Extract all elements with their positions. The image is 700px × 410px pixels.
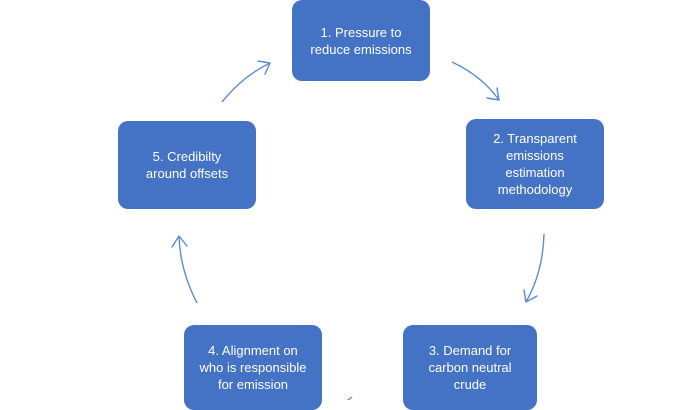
arrow-1-to-2 xyxy=(451,61,500,101)
cycle-step-5-box: 5. Credibilty around offsets xyxy=(118,121,256,209)
cycle-step-5-label: 5. Credibilty around offsets xyxy=(145,149,229,181)
cycle-step-1-label: 1. Pressure to reduce emissions xyxy=(310,24,412,57)
arrow-3-to-4 xyxy=(346,396,353,400)
arrow-2-to-3 xyxy=(523,233,545,303)
cycle-step-3-box: 3. Demand for carbon neutral crude xyxy=(403,325,537,410)
arrow-5-to-1 xyxy=(221,60,271,103)
cycle-step-2-box: 2. Transparent emissions estimation meth… xyxy=(466,119,604,209)
cycle-step-1-box: 1. Pressure to reduce emissions xyxy=(292,0,430,81)
cycle-step-4-label: 4. Alignment on who is responsible for e… xyxy=(199,343,307,392)
cycle-step-4-box: 4. Alignment on who is responsible for e… xyxy=(184,325,322,410)
arrow-4-to-5 xyxy=(171,235,198,304)
cycle-arrows xyxy=(171,60,545,400)
cycle-step-2-label: 2. Transparent emissions estimation meth… xyxy=(493,131,577,197)
cycle-step-3-label: 3. Demand for carbon neutral crude xyxy=(428,343,512,392)
